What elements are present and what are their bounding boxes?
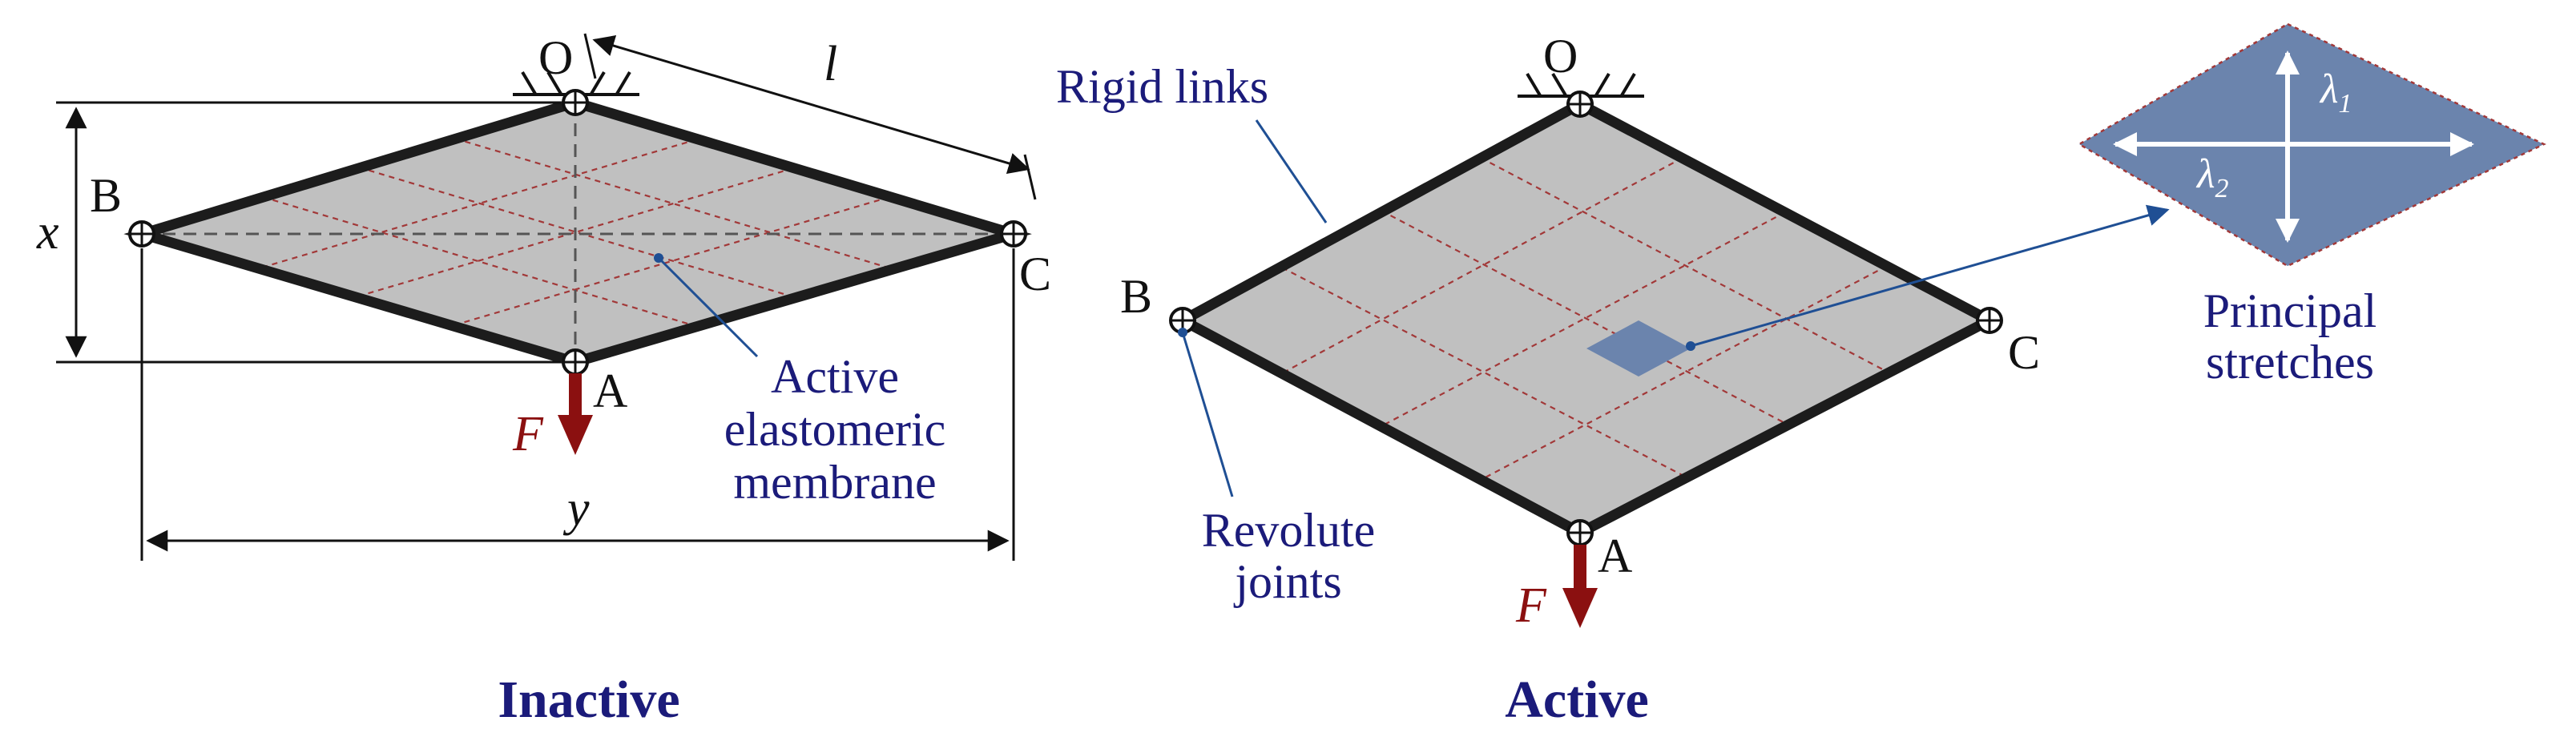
inactive-label-b: B: [90, 169, 122, 222]
lambda1-label: λ1: [2319, 66, 2352, 119]
membrane-leader-line: [657, 256, 759, 358]
active-caption: Active: [1505, 670, 1649, 729]
inactive-joints: [128, 89, 1027, 376]
rigid-links-label: Rigid links: [1056, 60, 1268, 113]
inactive-force-label: F: [512, 407, 544, 461]
membrane-label-line2: elastomeric: [724, 403, 946, 456]
dimension-y: [140, 248, 1015, 561]
membrane-label-line1: Active: [771, 350, 899, 403]
dimension-x: [56, 101, 561, 364]
lambda2-label: λ2: [2195, 151, 2229, 203]
active-label-b: B: [1120, 270, 1152, 323]
stretch-patch: [1586, 320, 1691, 376]
dimension-label-y: y: [562, 481, 590, 536]
inactive-label-a: A: [593, 364, 627, 417]
active-force-arrow: [1562, 545, 1598, 628]
principal-stretches-inset: λ1 λ2 Principal stretches: [2077, 22, 2546, 389]
stretches-label-line1: Principal: [2203, 284, 2377, 337]
stretches-label-line2: stretches: [2206, 336, 2374, 389]
dimension-label-x: x: [36, 205, 59, 260]
inactive-caption: Inactive: [498, 670, 679, 729]
active-label-a: A: [1598, 530, 1632, 582]
inactive-force-arrow: [558, 373, 593, 455]
active-membrane-grid: [1281, 157, 1891, 481]
inactive-membrane: [142, 103, 1014, 362]
joints-label-line2: joints: [1233, 555, 1341, 608]
inactive-label-c: C: [1019, 248, 1051, 300]
active-mechanism: O B C A F Rigid links Revolute joints Ac…: [1056, 30, 2170, 729]
inactive-mechanism: O B C A x y l F Active elastomeric membr…: [36, 31, 1051, 729]
membrane-label-line3: membrane: [733, 456, 936, 509]
rigid-links-leader: [1255, 119, 1328, 223]
stretch-leader-line: [1690, 204, 2170, 348]
active-label-o: O: [1543, 30, 1578, 83]
joints-label-line1: Revolute: [1202, 504, 1376, 557]
dimension-l: [583, 33, 1037, 200]
inactive-axes: [142, 103, 1014, 362]
dimension-label-l: l: [824, 37, 837, 91]
active-force-label: F: [1515, 578, 1547, 633]
inactive-label-o: O: [538, 31, 573, 84]
joints-leader-line: [1181, 332, 1234, 497]
active-label-c: C: [2008, 326, 2040, 379]
